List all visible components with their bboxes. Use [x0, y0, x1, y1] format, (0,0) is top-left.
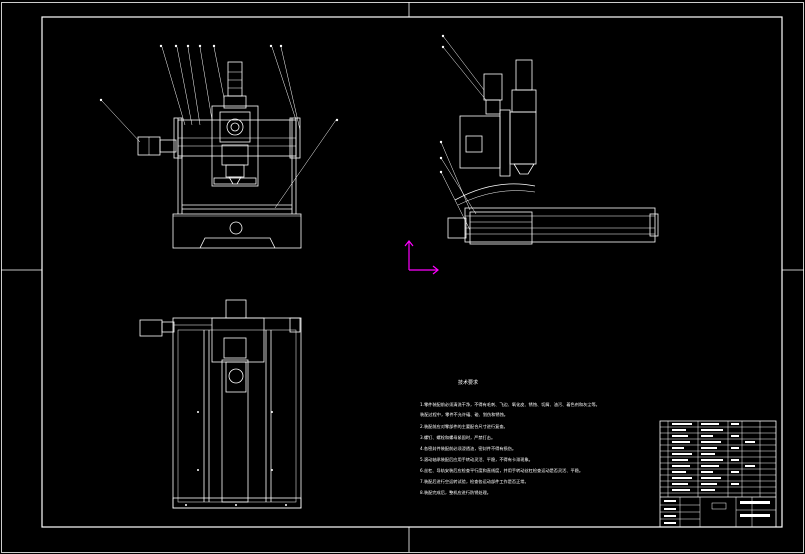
note-line: 3.螺钉、螺栓和螺母紧固时，严禁打击。	[420, 434, 495, 441]
ucs-axis-icon	[404, 240, 439, 275]
note-line: 4.各密封件装配前必须浸透油，密封件不得有损伤。	[420, 445, 516, 452]
note-line: 7.装配后进行空运转试验，检查各运动部件工作是否正常。	[420, 478, 529, 485]
title-block	[659, 420, 777, 528]
parts-list-text-marks	[664, 423, 770, 524]
notes-title: 技术要求	[458, 379, 478, 386]
top-view	[139, 299, 302, 509]
parts-list-grid	[660, 421, 776, 497]
side-view	[439, 34, 659, 245]
note-line: 装配过程中，零件不允许磕、碰、划伤和锈蚀。	[420, 411, 508, 418]
front-view	[99, 44, 339, 249]
technical-notes: 技术要求 1.零件装配前必须清洗干净，不得有毛刺、飞边、氧化皮、锈蚀、切屑、油污…	[420, 379, 600, 496]
note-line: 6.丝杠、导轨安装后应检查平行度和直线度，并用手转动丝杠检查运动是否灵活、平稳。	[420, 467, 583, 474]
note-line: 8.装配完成后，整机应进行防锈处理。	[420, 489, 491, 496]
note-line: 2.装配前应对零部件的主要配合尺寸进行复查。	[420, 423, 508, 430]
note-line: 5.滚动轴承装配后应用手转动灵活、平稳，不得有卡滞现象。	[420, 456, 533, 463]
note-line: 1.零件装配前必须清洗干净，不得有毛刺、飞边、氧化皮、锈蚀、切屑、油污、着色剂和…	[420, 401, 600, 408]
